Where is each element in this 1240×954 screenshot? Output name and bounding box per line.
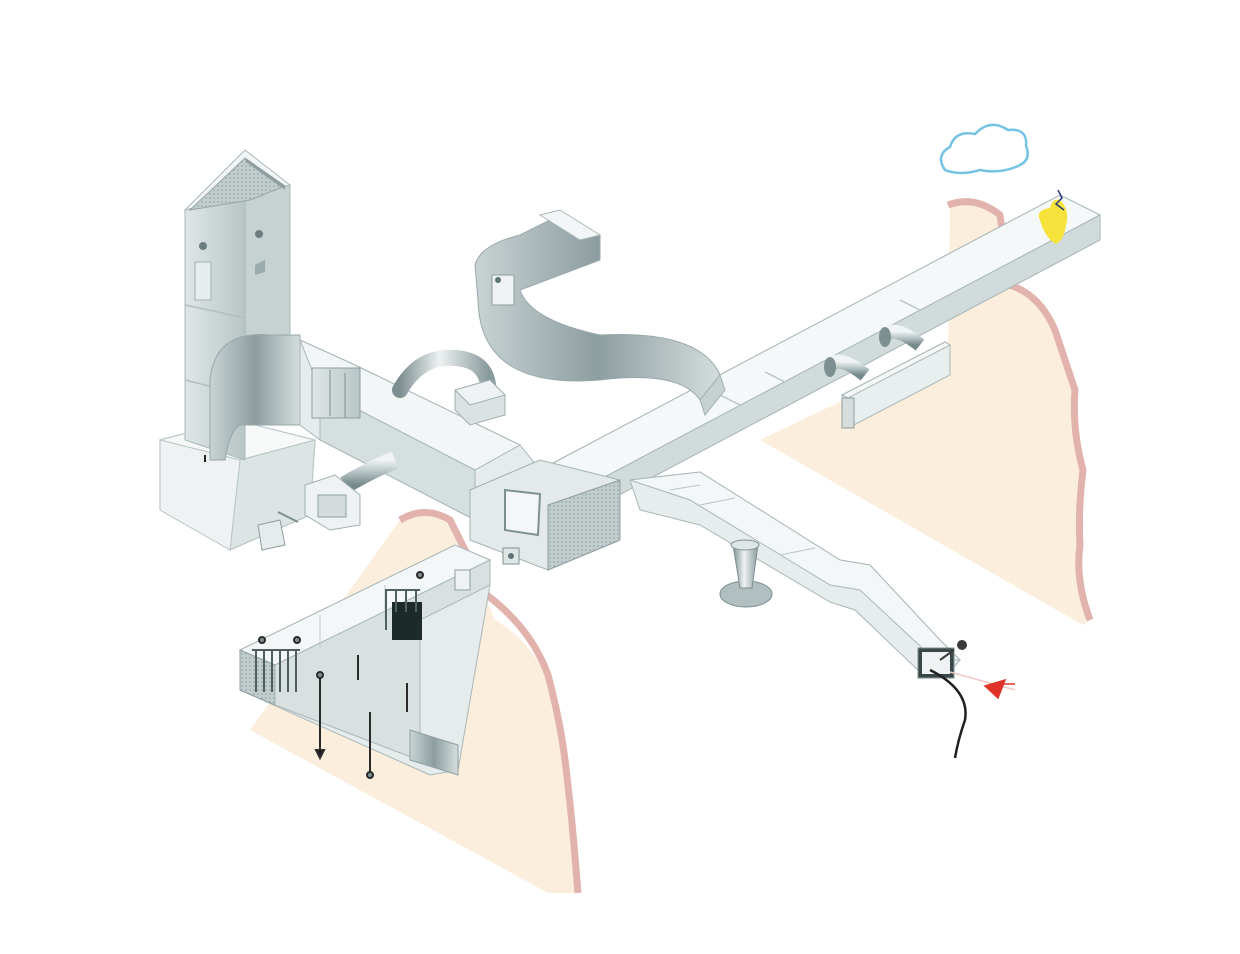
sensor-icon	[199, 242, 207, 250]
flame-icon	[1038, 199, 1068, 244]
hanger-icon	[258, 571, 424, 779]
diffuser-branch	[824, 324, 952, 429]
sensor-icon	[255, 230, 263, 238]
left-branch-duct	[238, 544, 492, 779]
arrow-icon	[983, 678, 1015, 700]
cloud-icon	[939, 123, 1029, 175]
grille-icon	[257, 519, 286, 551]
loop-to-trunk-link	[699, 373, 726, 417]
flexible-hose-upper	[392, 349, 506, 426]
junction	[469, 459, 621, 571]
sensor-icon	[957, 640, 967, 650]
flexible-hose-lower	[257, 451, 399, 551]
cable-icon	[929, 668, 967, 759]
sensor-icon	[495, 277, 501, 283]
air-handling-unit	[158, 149, 317, 551]
grille-icon	[252, 649, 300, 692]
loop-duct	[474, 209, 721, 401]
lower-right-branch	[629, 471, 1016, 759]
